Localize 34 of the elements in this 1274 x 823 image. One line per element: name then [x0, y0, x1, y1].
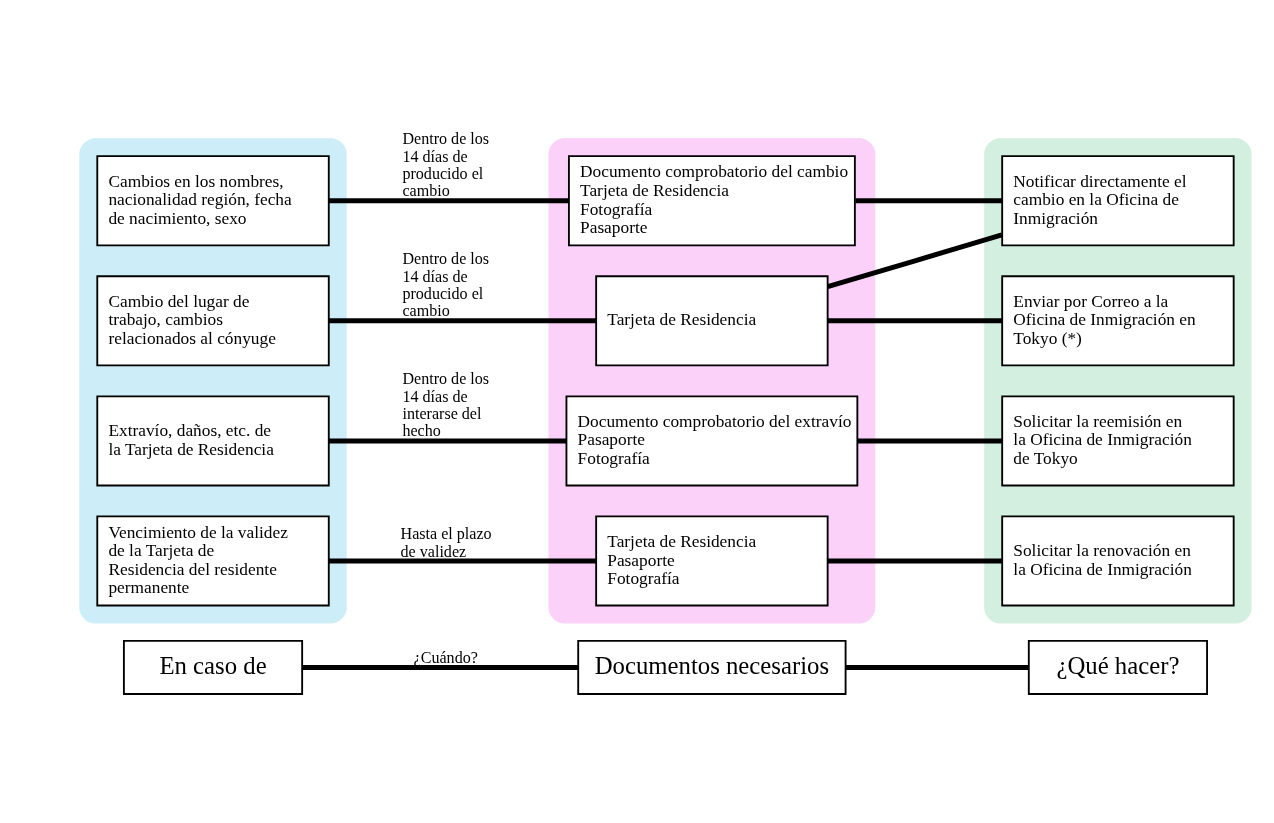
connector — [827, 558, 1002, 564]
cluster — [79, 138, 347, 624]
cluster — [548, 138, 876, 624]
connector — [328, 558, 596, 564]
node-box: Documento comprobatorio del cambio Tarjeta de Residencia Fotografía Pasaporte — [568, 155, 856, 247]
node-box: Tarjeta de Residencia — [595, 275, 829, 367]
edge-label: ¿Cuándo? — [413, 648, 478, 666]
edge-label: Dentro de los 14 días de producido el cambio — [402, 250, 490, 320]
connector — [328, 438, 567, 444]
connector — [827, 232, 1003, 290]
node-box: Extravío, daños, etc. de la Tarjeta de Residencia — [96, 395, 330, 487]
node-box: ¿Qué hacer? — [1027, 639, 1208, 695]
connector — [855, 198, 1002, 204]
connector — [328, 198, 569, 204]
node-box: Tarjeta de Residencia Pasaporte Fotografía — [595, 515, 829, 607]
node-box: Solicitar la reemisión en la Oficina de Inmigración de Tokyo — [1001, 395, 1235, 487]
cluster — [984, 138, 1252, 624]
node-box: Documentos necesarios — [577, 639, 847, 695]
node-box: En caso de — [122, 639, 304, 695]
node-box: Notificar directamente el cambio en la Oficina de Inmigración — [1001, 155, 1235, 247]
connector — [302, 664, 578, 670]
edge-label: Dentro de los 14 días de interarse del hecho — [402, 370, 490, 440]
connector — [328, 318, 596, 324]
node-box: Cambio del lugar de trabajo, cambios relacionados al cónyuge — [96, 275, 330, 367]
node-box: Cambios en los nombres, nacionalidad región, fecha de nacimiento, sexo — [96, 155, 330, 247]
edge-label: Dentro de los 14 días de producido el cambio — [402, 130, 490, 200]
connector — [845, 664, 1029, 670]
edge-label: Hasta el plazo de validez — [400, 525, 492, 560]
node-box: Vencimiento de la validez de la Tarjeta de Residencia del residente permanente — [96, 515, 330, 607]
node-box: Documento comprobatorio del extravío Pasaporte Fotografía — [565, 395, 859, 487]
connector — [827, 318, 1002, 324]
connector — [857, 438, 1002, 444]
node-box: Solicitar la renovación en la Oficina de Inmigración — [1001, 515, 1235, 607]
node-box: Enviar por Correo a la Oficina de Inmigración en Tokyo (*) — [1001, 275, 1235, 367]
